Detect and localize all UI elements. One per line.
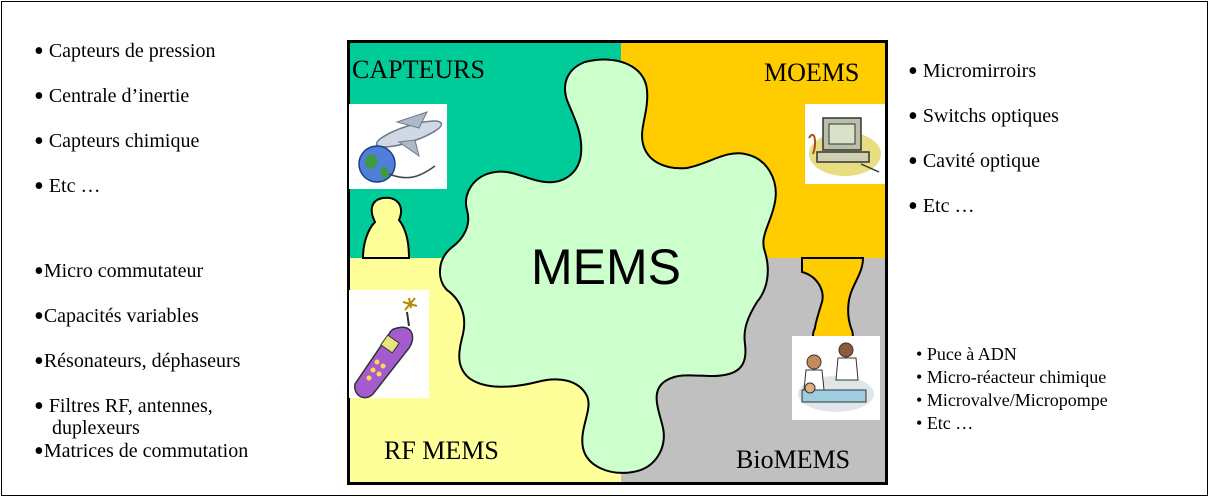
list-item: • Micro-réacteur chimique [916, 367, 1107, 387]
bullet-icon: • [34, 346, 44, 377]
rf-mems-knob [361, 196, 411, 259]
list-item: • Etc … [908, 191, 975, 222]
moems-label: MOEMS [764, 58, 860, 87]
bullet-icon: • [34, 171, 44, 202]
list-item: • Puce à ADN [916, 344, 1017, 364]
rf-mems-list: •Micro commutateur •Capacités variables … [34, 256, 249, 485]
list-item: • Centrale d’inertie [34, 81, 190, 112]
list-item-continuation: duplexeurs [52, 417, 140, 439]
list-item: •Micro commutateur [34, 256, 204, 287]
bullet-icon: • [34, 436, 44, 467]
list-item: • Etc … [34, 171, 101, 202]
bullet-icon: • [908, 191, 918, 222]
rf-mems-label: RF MEMS [384, 436, 499, 465]
bullet-icon: • [34, 391, 44, 422]
mems-title: MEMS [531, 239, 681, 295]
bullet-icon: • [34, 256, 44, 287]
list-item: • Capteurs de pression [34, 36, 216, 67]
biomems-list: • Puce à ADN • Micro-réacteur chimique •… [916, 344, 1108, 436]
capteurs-list: • Capteurs de pression • Centrale d’iner… [34, 36, 216, 220]
moems-list: • Micromirroirs • Switchs optiques • Cav… [908, 56, 1059, 240]
mems-puzzle [347, 40, 888, 485]
biomems-label: BioMEMS [736, 445, 851, 474]
bullet-icon: • [908, 56, 918, 87]
bullet-icon: • [908, 146, 918, 177]
list-item: • Microvalve/Micropompe [916, 390, 1108, 410]
bullet-icon: • [34, 81, 44, 112]
list-item: • Etc … [916, 413, 974, 433]
bullet-icon: • [34, 126, 44, 157]
list-item: • Cavité optique [908, 146, 1041, 177]
bullet-icon: • [908, 101, 918, 132]
hospital-icon [792, 336, 880, 420]
list-item: •Résonateurs, déphaseurs [34, 346, 241, 377]
list-item: • Switchs optiques [908, 101, 1059, 132]
mems-center-piece [439, 58, 777, 474]
list-item: •Matrices de commutation [34, 436, 249, 467]
list-item: • Micromirroirs [908, 56, 1037, 87]
list-item: • Filtres RF, antennes, [34, 391, 213, 422]
list-item: •Capacités variables [34, 301, 199, 332]
puzzle-border [347, 40, 888, 485]
cell-phone-icon [349, 290, 429, 399]
capteurs-label: CAPTEURS [352, 55, 485, 84]
list-item: • Capteurs chimique [34, 126, 200, 157]
bullet-icon: • [34, 36, 44, 67]
computer-icon [805, 104, 885, 184]
airplane-globe-icon [349, 104, 447, 189]
bullet-icon: • [34, 301, 44, 332]
